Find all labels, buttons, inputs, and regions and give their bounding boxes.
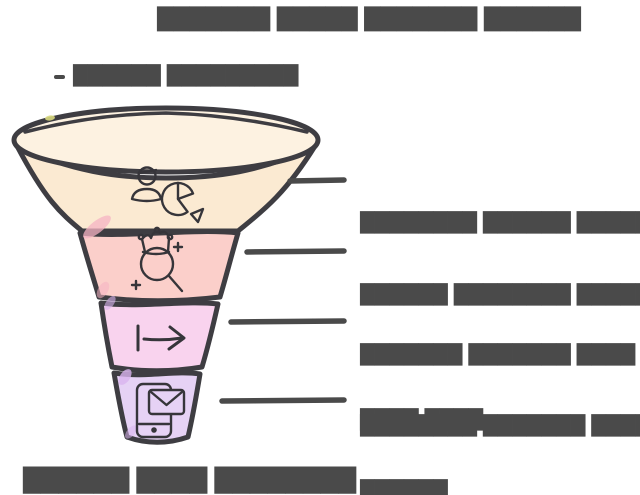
paint-smudge-pink-2 xyxy=(96,281,110,299)
crown-magnifier-icon xyxy=(130,226,184,293)
user-pie-chart-icon xyxy=(130,166,205,224)
connector-lines xyxy=(219,177,347,404)
funnel-top-annotation: ██████ █████████ xyxy=(54,65,299,87)
footer-note: ██████ ████ ████████ xyxy=(23,468,357,494)
stage-3-label: ███████ ███████ ████ ████ ████ xyxy=(360,303,635,473)
stage-3-label-line-2: ████ ████ xyxy=(360,408,483,431)
connector-line-2 xyxy=(244,248,347,255)
leader-dash xyxy=(54,74,65,79)
stage-2-label: ██████ ████████ █████ xyxy=(360,243,640,348)
plus-mark-right xyxy=(172,241,184,253)
paint-speck xyxy=(45,115,55,121)
stage-4-label: ████████ ███████ ███████ ██████ xyxy=(360,374,640,495)
stage-4-label-line-2: ██████ xyxy=(360,479,448,495)
funnel-top-annotation-text: ██████ █████████ xyxy=(73,65,299,87)
funnel-rim-opening xyxy=(11,105,321,175)
funnel-icons xyxy=(130,166,205,439)
stage-4-label-line-1: ████████ ███████ ███████ xyxy=(360,414,640,437)
phone-envelope-icon xyxy=(135,382,186,439)
connector-line-3 xyxy=(228,318,347,325)
paint-smudge-purple-2 xyxy=(125,425,137,439)
paint-smudges xyxy=(45,115,137,439)
stage-2-label-line: ██████ ████████ █████ xyxy=(360,283,640,306)
paint-smudge-lilac xyxy=(104,296,116,310)
funnel-stage-3-band xyxy=(98,300,221,374)
stage-1-label: ████████ ██████ █████ ███ xyxy=(360,171,640,276)
funnel-rim-inner-edge xyxy=(23,111,309,134)
paint-smudge-purple xyxy=(118,369,132,385)
skip-arrow-icon xyxy=(136,324,186,352)
stage-3-label-line-1: ███████ ███████ ████ xyxy=(360,343,636,366)
connector-line-4 xyxy=(219,397,347,404)
stage-1-label-line: ████████ ██████ █████ ███ xyxy=(360,211,640,234)
plus-mark-left xyxy=(130,279,142,291)
paint-smudge-pink xyxy=(83,215,111,239)
connector-line-1 xyxy=(287,177,347,184)
page-title: ███████ █████ ███████ ██████ xyxy=(157,7,581,31)
